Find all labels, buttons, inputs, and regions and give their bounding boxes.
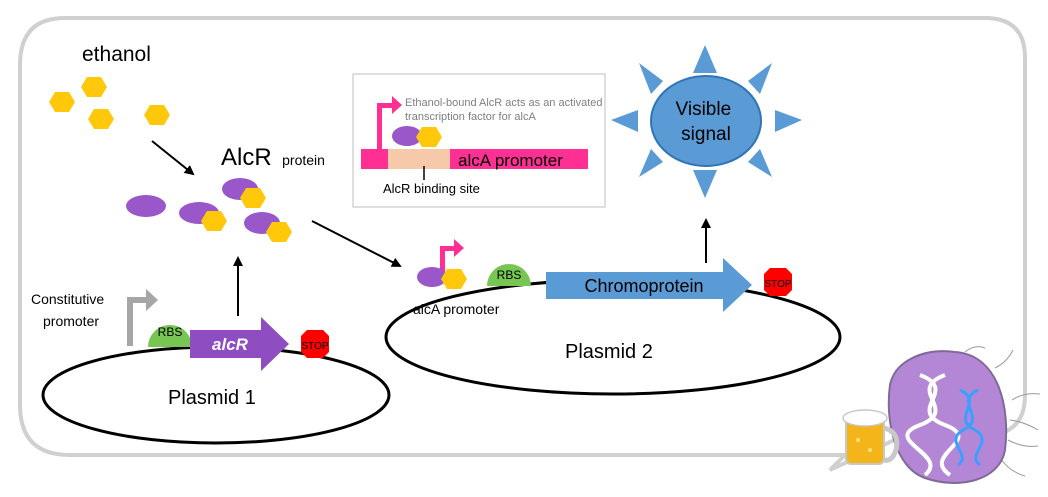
alcr-proteins xyxy=(126,178,292,242)
inset-ethanol-bound xyxy=(416,127,442,147)
ethanol-bound xyxy=(201,211,227,231)
alcr-label: AlcR xyxy=(221,144,272,171)
protein-label: protein xyxy=(282,152,325,168)
stop-label-2: STOP xyxy=(764,279,791,290)
chromoprotein-label: Chromoprotein xyxy=(584,276,703,296)
ethanol-hexagon xyxy=(49,92,75,112)
ethanol-hexagon xyxy=(88,109,114,129)
alca-promoter-flag xyxy=(440,239,464,283)
inset-note-line2: transcription factor for alcA xyxy=(405,111,536,123)
sun-core xyxy=(650,75,762,167)
ethanol-hexagon xyxy=(144,105,170,125)
constitutive-line1: Constitutive xyxy=(31,291,104,307)
ethanol-bound xyxy=(266,222,292,242)
bacterium-illustration xyxy=(842,346,1041,484)
dna-helix-white xyxy=(919,373,961,477)
constitutive-promoter-label: Constitutive promoter xyxy=(31,291,108,329)
rbs-label-2: RBS xyxy=(497,268,522,282)
cell-body xyxy=(887,350,1008,484)
inset-binding-site-label: AlcR binding site xyxy=(383,181,480,196)
plasmid-1-label: Plasmid 1 xyxy=(168,387,256,409)
dna-helix-blue-2 xyxy=(954,388,979,467)
chromoprotein-gene-arrow xyxy=(546,258,752,312)
flagella xyxy=(964,346,1041,477)
dna-helix-white-2 xyxy=(905,373,946,477)
sun-rays xyxy=(611,45,802,198)
beer-mug xyxy=(842,409,900,465)
inset-promoter-label: alcA promoter xyxy=(458,151,563,170)
inset-alcr-protein xyxy=(392,126,422,146)
ethanol-bound-promoter xyxy=(441,269,467,289)
visible-line2: signal xyxy=(681,124,731,145)
ethanol-hexagon xyxy=(81,77,107,97)
constitutive-line2: promoter xyxy=(43,313,99,329)
inset-binding-site xyxy=(388,149,450,169)
visible-signal-sun xyxy=(611,45,802,198)
constitutive-promoter-icon xyxy=(127,289,158,346)
ethanol-bound xyxy=(240,188,266,208)
plasmid-2-label: Plasmid 2 xyxy=(565,341,653,363)
inset-note: Ethanol-bound AlcR acts as an activated … xyxy=(405,97,606,123)
stop-sign-plasmid-2 xyxy=(764,268,792,296)
visible-signal-label: Visible signal xyxy=(676,99,737,145)
alca-promoter-label: alcA promoter xyxy=(413,301,500,317)
alcr-protein-label: AlcR protein xyxy=(221,144,325,171)
visible-line1: Visible xyxy=(676,99,732,120)
inset-note-line1: Ethanol-bound AlcR acts as an activated xyxy=(405,97,603,109)
alcr-gene-arrow xyxy=(190,317,289,371)
rbs-plasmid-1 xyxy=(148,325,192,347)
arrow-ethanol-to-protein xyxy=(151,140,195,176)
stop-sign-plasmid-1 xyxy=(301,330,329,358)
ethanol-molecules xyxy=(49,77,170,129)
stop-label-1: STOP xyxy=(301,341,328,352)
inset-promoter-flag xyxy=(377,96,402,150)
arrow-protein-to-promoter xyxy=(311,220,402,267)
alcr-gene-label: alcR xyxy=(212,335,249,354)
alcr-protein xyxy=(126,195,166,217)
alcr-bound-promoter xyxy=(417,267,447,287)
rbs-plasmid-2 xyxy=(487,264,531,286)
rbs-label-1: RBS xyxy=(158,325,183,339)
ethanol-label: ethanol xyxy=(82,43,151,66)
